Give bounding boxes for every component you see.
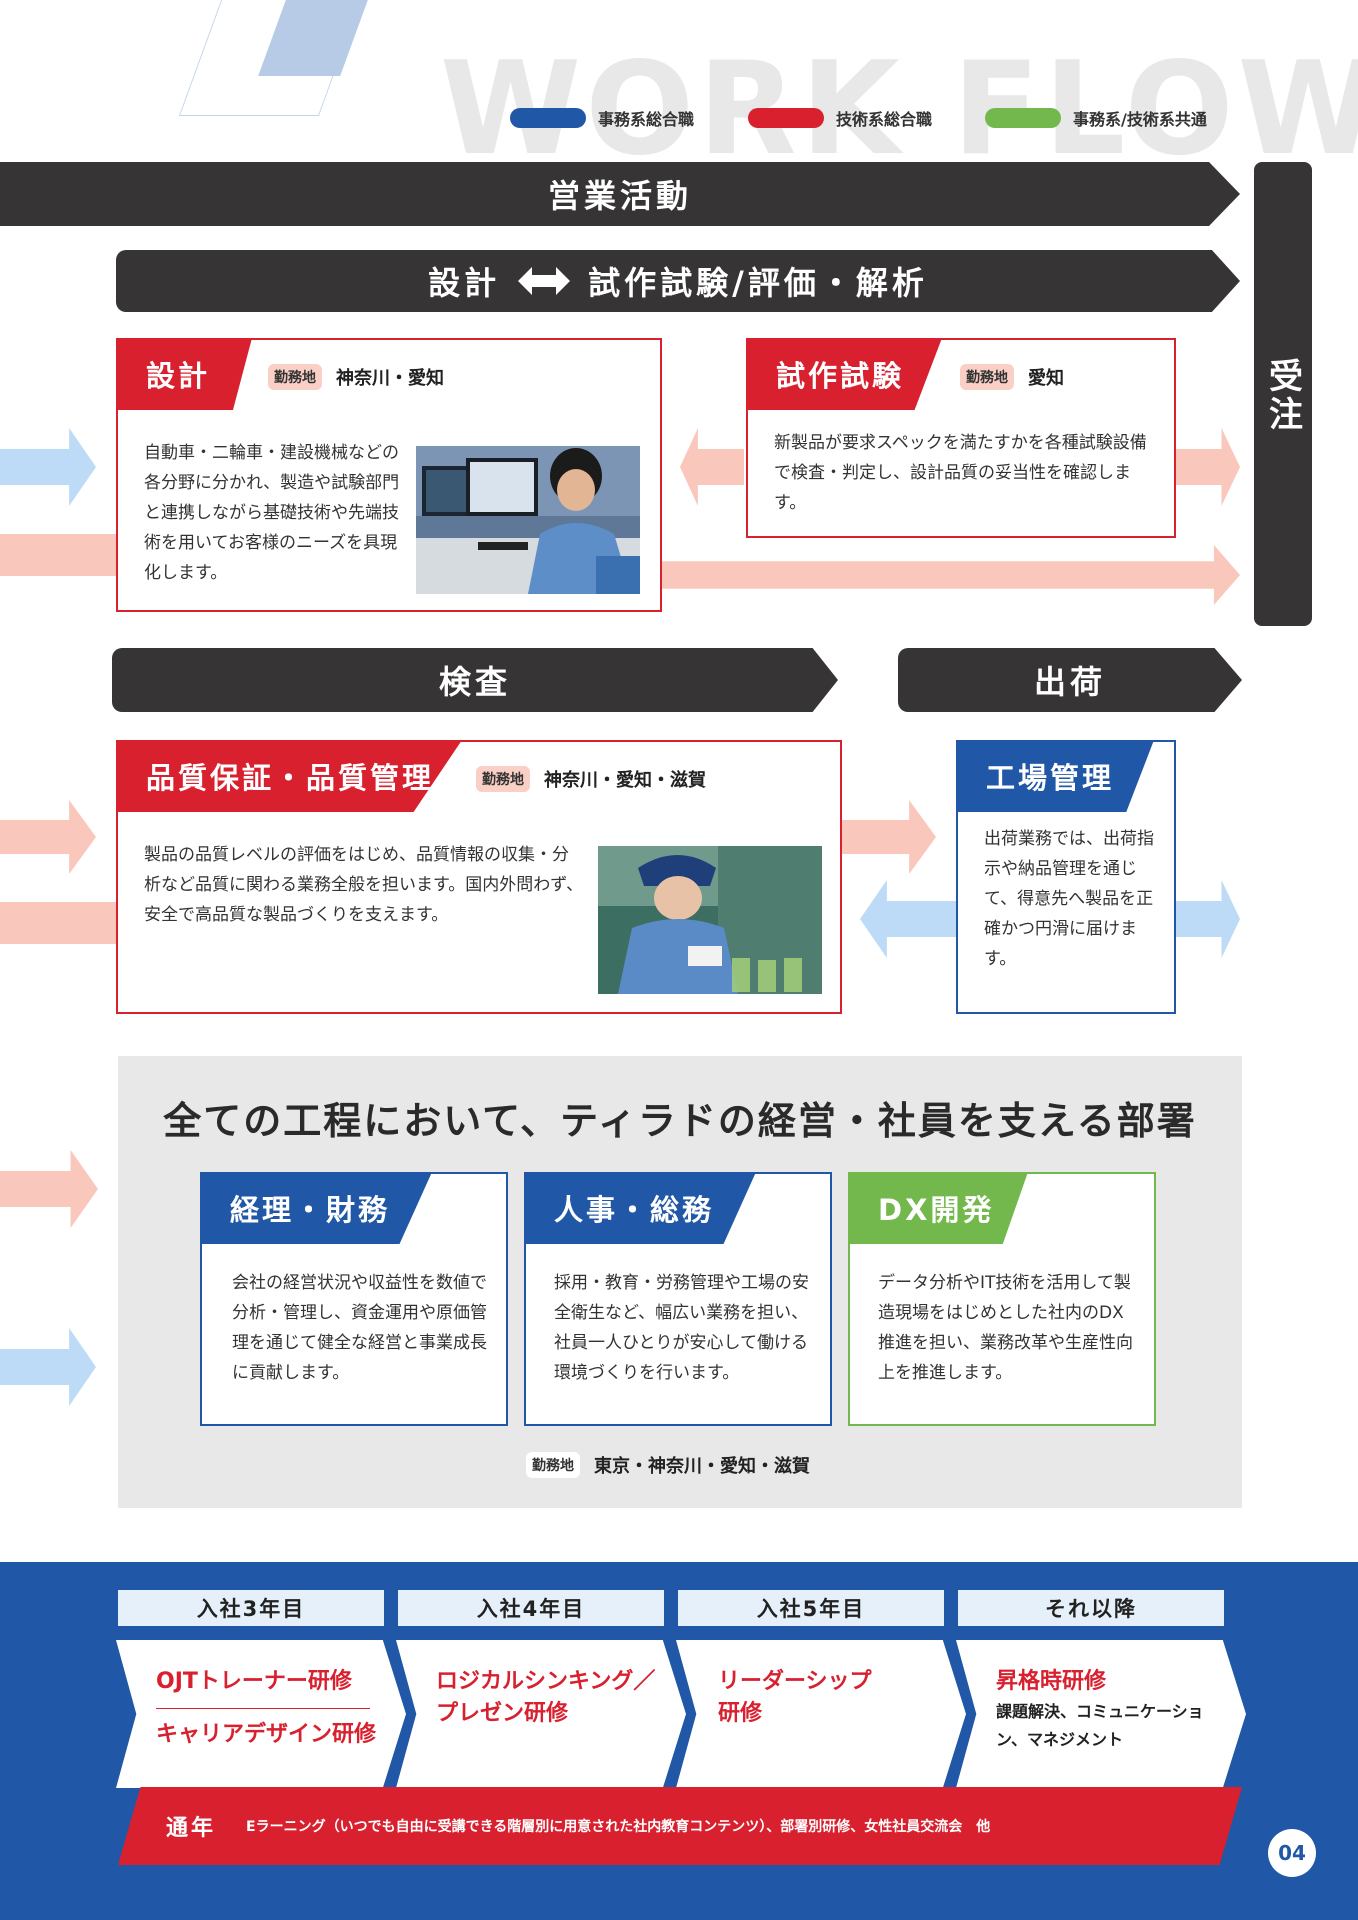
divider	[156, 1708, 370, 1709]
design-description: 自動車・二輪車・建設機械などの各分野に分かれ、製造や試験部門と連携しながら基礎技…	[144, 443, 400, 583]
support-card-tab: 経理・財務	[200, 1172, 432, 1244]
year-header: それ以降	[958, 1590, 1224, 1626]
location-badge: 勤務地	[476, 766, 530, 792]
order-bar: 受注	[1254, 162, 1312, 626]
support-card-description: 採用・教育・労務管理や工場の安全衛生など、幅広い業務を担い、社員一人ひとりが安心…	[554, 1273, 809, 1383]
support-card-tab: DX開発	[848, 1172, 1028, 1244]
order-label: 受注	[1262, 358, 1303, 434]
training-title: キャリアデザイン研修	[156, 1722, 377, 1747]
design-location-text: 神奈川・愛知	[336, 368, 444, 389]
location-badge: 勤務地	[268, 364, 322, 390]
training-title: プレゼン研修	[436, 1701, 569, 1726]
support-card-description: 会社の経営状況や収益性を数値で分析・管理し、資金運用や原価管理を通じて健全な経営…	[232, 1273, 487, 1383]
support-card-accounting: 経理・財務 会社の経営状況や収益性を数値で分析・管理し、資金運用や原価管理を通じ…	[200, 1172, 508, 1426]
page-number: 04	[1268, 1829, 1316, 1877]
training-step-year4-content: ロジカルシンキング／ プレゼン研修	[436, 1666, 655, 1730]
quality-location-text: 神奈川・愛知・滋賀	[544, 770, 706, 791]
quality-location: 勤務地 神奈川・愛知・滋賀	[476, 766, 706, 792]
factory-card-tab: 工場管理	[956, 740, 1154, 812]
legend-swatch	[748, 108, 824, 128]
quality-card: 品質保証・品質管理 勤務地 神奈川・愛知・滋賀 製品の品質レベルの評価をはじめ、…	[116, 740, 842, 1014]
legend-swatch	[985, 108, 1061, 128]
prototype-card-tab: 試作試験	[746, 338, 942, 410]
flow-arrow-pink	[0, 800, 96, 874]
support-card-dx: DX開発 データ分析やIT技術を活用して製造現場をはじめとした社内のDX推進を担…	[848, 1172, 1156, 1426]
support-card-description: データ分析やIT技術を活用して製造現場をはじめとした社内のDX推進を担い、業務改…	[878, 1273, 1133, 1383]
support-card-hr: 人事・総務 採用・教育・労務管理や工場の安全衛生など、幅広い業務を担い、社員一人…	[524, 1172, 832, 1426]
training-title: 昇格時研修	[996, 1669, 1107, 1694]
legend-item-common: 事務系/技術系共通	[985, 106, 1207, 130]
page-title: WORK FLOW	[440, 35, 1358, 184]
training-step-year4	[396, 1640, 686, 1788]
design-test-banner: 設計 試作試験/評価・解析	[116, 250, 1240, 312]
location-badge: 勤務地	[526, 1452, 580, 1478]
quality-photo	[598, 846, 822, 994]
support-title: 全ての工程において、ティラドの経営・社員を支える部署	[163, 1099, 1197, 1143]
annual-training-bar: 通年 Eラーニング（いつでも自由に受講できる階層別に用意された社内教育コンテンツ…	[118, 1787, 1242, 1865]
flow-bar-pink	[0, 902, 118, 944]
inspection-label: 検査	[438, 663, 511, 701]
year-header: 入社5年目	[678, 1590, 944, 1626]
legend-label: 事務系総合職	[598, 110, 695, 129]
prototype-card: 試作試験 勤務地 愛知 新製品が要求スペックを満たすかを各種試験設備で検査・判定…	[746, 338, 1176, 538]
prototype-description: 新製品が要求スペックを満たすかを各種試験設備で検査・判定し、設計品質の妥当性を確…	[774, 433, 1147, 513]
location-badge: 勤務地	[960, 364, 1014, 390]
design-band-right: 試作試験/評価・解析	[588, 264, 928, 302]
legend-item-tech: 技術系総合職	[748, 106, 932, 130]
support-card-tab: 人事・総務	[524, 1172, 756, 1244]
flow-arrow-pink-right	[1174, 428, 1240, 506]
training-title: ロジカルシンキング／	[436, 1669, 656, 1694]
training-step-year3-content: OJTトレーナー研修 キャリアデザイン研修	[156, 1666, 377, 1751]
flow-arrow-long-pink	[660, 545, 1240, 605]
design-photo	[416, 446, 640, 594]
training-title: 研修	[718, 1701, 763, 1726]
sales-banner: 営業活動	[0, 162, 1240, 226]
training-subtitle: 課題解決、コミュニケーション、マネジメント	[996, 1702, 1204, 1749]
prototype-location-text: 愛知	[1028, 368, 1064, 389]
annual-label: 通年	[166, 1816, 217, 1841]
quality-card-tab: 品質保証・品質管理	[116, 740, 462, 812]
training-step-year3	[116, 1640, 406, 1788]
shipping-label: 出荷	[1033, 663, 1106, 701]
design-card: 設計 勤務地 神奈川・愛知 自動車・二輪車・建設機械などの各分野に分かれ、製造や…	[116, 338, 662, 612]
training-step-later	[956, 1640, 1246, 1788]
shipping-banner: 出荷	[898, 648, 1242, 712]
year-header: 入社4年目	[398, 1590, 664, 1626]
inspection-banner: 検査	[112, 648, 838, 712]
flow-arrow-pink-to-factory	[840, 800, 936, 874]
support-location: 勤務地 東京・神奈川・愛知・滋賀	[526, 1452, 810, 1478]
design-band-left: 設計	[428, 264, 501, 302]
double-arrow-icon	[518, 267, 571, 295]
sales-label: 営業活動	[547, 177, 692, 215]
flow-bar-pink	[0, 534, 118, 576]
legend-label: 事務系/技術系共通	[1073, 110, 1207, 129]
prototype-location: 勤務地 愛知	[960, 364, 1064, 390]
training-step-later-content: 昇格時研修 課題解決、コミュニケーション、マネジメント	[996, 1666, 1226, 1754]
factory-card: 工場管理 出荷業務では、出荷指示や納品管理を通じて、得意先へ製品を正確かつ円滑に…	[956, 740, 1176, 1014]
legend-swatch	[510, 108, 586, 128]
flow-arrow-blue	[0, 1328, 96, 1406]
support-location-text: 東京・神奈川・愛知・滋賀	[594, 1456, 810, 1477]
year-header: 入社3年目	[118, 1590, 384, 1626]
flow-arrow-blue-left	[860, 880, 956, 958]
quality-description: 製品の品質レベルの評価をはじめ、品質情報の収集・分析など品質に関わる業務全般を担…	[144, 845, 584, 925]
flow-arrow-blue-right	[1174, 880, 1240, 958]
training-step-year5-content: リーダーシップ 研修	[718, 1666, 872, 1730]
flow-arrow-pink-left	[680, 428, 744, 506]
training-step-year5	[676, 1640, 966, 1788]
design-card-tab: 設計	[116, 338, 252, 410]
legend-item-office: 事務系総合職	[510, 106, 694, 130]
design-location: 勤務地 神奈川・愛知	[268, 364, 444, 390]
annual-text: Eラーニング（いつでも自由に受講できる階層別に用意された社内教育コンテンツ）、部…	[246, 1819, 991, 1835]
factory-description: 出荷業務では、出荷指示や納品管理を通じて、得意先へ製品を正確かつ円滑に届けます。	[984, 829, 1154, 969]
training-title: OJTトレーナー研修	[156, 1669, 352, 1694]
flow-arrow-pink	[0, 1150, 98, 1228]
training-title: リーダーシップ	[718, 1669, 872, 1694]
flow-arrow-blue	[0, 428, 96, 506]
legend-label: 技術系総合職	[836, 110, 933, 129]
